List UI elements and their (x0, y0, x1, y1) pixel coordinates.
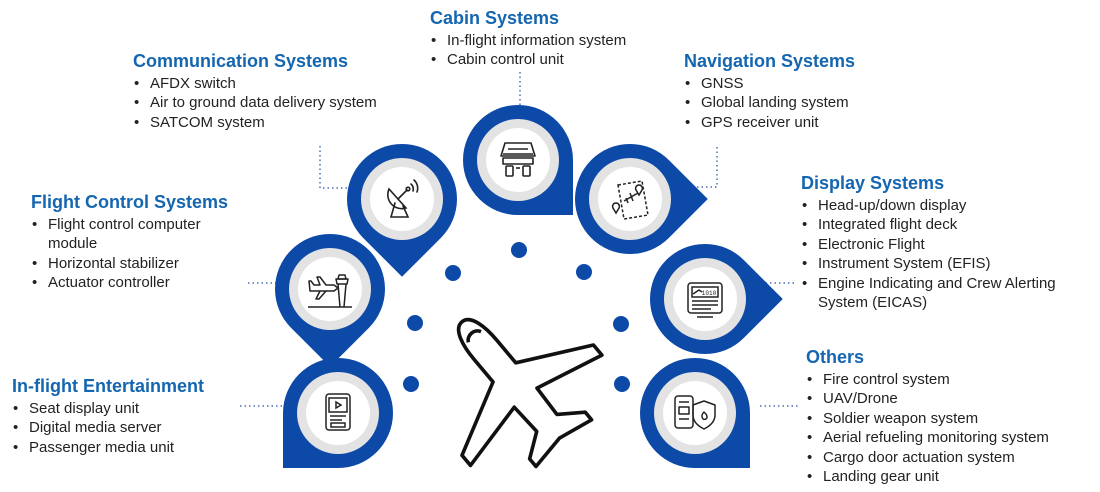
leader-lines (240, 72, 800, 407)
list-item: Landing gear unit (806, 467, 1049, 487)
list-item: Engine Indicating and Crew Alerting Syst… (801, 274, 1093, 313)
control-tower-icon (308, 274, 352, 308)
badge-cabin (463, 105, 573, 215)
group-display: Display Systems Head-up/down display Int… (801, 172, 1093, 312)
satellite-dish-icon (387, 179, 419, 218)
route-map-icon (611, 180, 649, 220)
group-list-entertainment: Seat display unit Digital media server P… (12, 399, 204, 458)
list-item: GNSS (684, 74, 855, 94)
dot-display (613, 316, 629, 332)
group-list-flight-control: Flight control computer module Horizonta… (31, 215, 246, 293)
group-cabin: Cabin Systems In-flight information syst… (430, 7, 626, 70)
badge-entertainment (283, 358, 393, 468)
leader-line-communication (319, 146, 352, 189)
group-title-flight-control: Flight Control Systems (31, 192, 229, 212)
group-entertainment: In-flight Entertainment Seat display uni… (12, 375, 204, 458)
list-item: SATCOM system (133, 113, 377, 133)
group-title-display: Display Systems (801, 173, 945, 193)
list-item: UAV/Drone (806, 389, 1049, 409)
list-item: Electronic Flight (801, 235, 1093, 255)
group-list-display: Head-up/down display Integrated flight d… (801, 196, 1093, 312)
group-title-others: Others (806, 347, 865, 367)
list-item: AFDX switch (133, 74, 377, 94)
list-item: Flight control computer module (31, 215, 246, 254)
dot-flight-control (407, 315, 423, 331)
dot-others (614, 376, 630, 392)
list-item: Digital media server (12, 418, 204, 438)
group-list-cabin: In-flight information system Cabin contr… (430, 31, 626, 70)
pin-badges: 1010 (275, 105, 783, 468)
group-others: Others Fire control system UAV/Drone Sol… (806, 346, 1049, 487)
badge-navigation (575, 144, 708, 254)
group-communication: Communication Systems AFDX switch Air to… (133, 50, 377, 133)
group-navigation: Navigation Systems GNSS Global landing s… (684, 50, 856, 133)
list-item: Instrument System (EFIS) (801, 254, 1093, 274)
dot-communication (445, 265, 461, 281)
display-panel-icon (687, 282, 723, 318)
airplane-icon (456, 317, 604, 469)
list-item: Horizontal stabilizer (31, 254, 246, 274)
list-item: Head-up/down display (801, 196, 1093, 216)
list-item: In-flight information system (430, 31, 626, 51)
list-item: Soldier weapon system (806, 409, 1049, 429)
group-title-navigation: Navigation Systems (684, 51, 856, 71)
badge-others (640, 358, 750, 468)
group-list-others: Fire control system UAV/Drone Soldier we… (806, 370, 1049, 487)
list-item: GPS receiver unit (684, 113, 855, 133)
media-screen-icon (325, 393, 351, 431)
group-list-communication: AFDX switch Air to ground data delivery … (133, 74, 377, 133)
list-item: Air to ground data delivery system (133, 93, 377, 113)
group-flight-control: Flight Control Systems Flight control co… (31, 191, 246, 293)
group-list-navigation: GNSS Global landing system GPS receiver … (684, 74, 855, 133)
dot-entertainment (403, 376, 419, 392)
shield-document-icon (674, 395, 716, 430)
list-item: Actuator controller (31, 273, 246, 293)
list-item: Cabin control unit (430, 50, 626, 70)
list-item: Passenger media unit (12, 438, 204, 458)
list-item: Fire control system (806, 370, 1049, 390)
display-digits: 1010 (702, 290, 717, 297)
dot-cabin (511, 242, 527, 258)
badge-communication (347, 144, 457, 277)
group-title-entertainment: In-flight Entertainment (12, 376, 204, 396)
badge-flight-control (275, 234, 385, 367)
group-title-cabin: Cabin Systems (430, 8, 560, 28)
leader-line-navigation (690, 147, 718, 188)
dot-navigation (576, 264, 592, 280)
pointer-dots (403, 242, 630, 392)
list-item: Cargo door actuation system (806, 448, 1049, 468)
list-item: Seat display unit (12, 399, 204, 419)
list-item: Aerial refueling monitoring system (806, 428, 1049, 448)
group-title-communication: Communication Systems (133, 51, 349, 71)
list-item: Integrated flight deck (801, 215, 1093, 235)
list-item: Global landing system (684, 93, 855, 113)
cockpit-panel-icon (500, 142, 536, 177)
badge-display: 1010 (650, 244, 783, 354)
